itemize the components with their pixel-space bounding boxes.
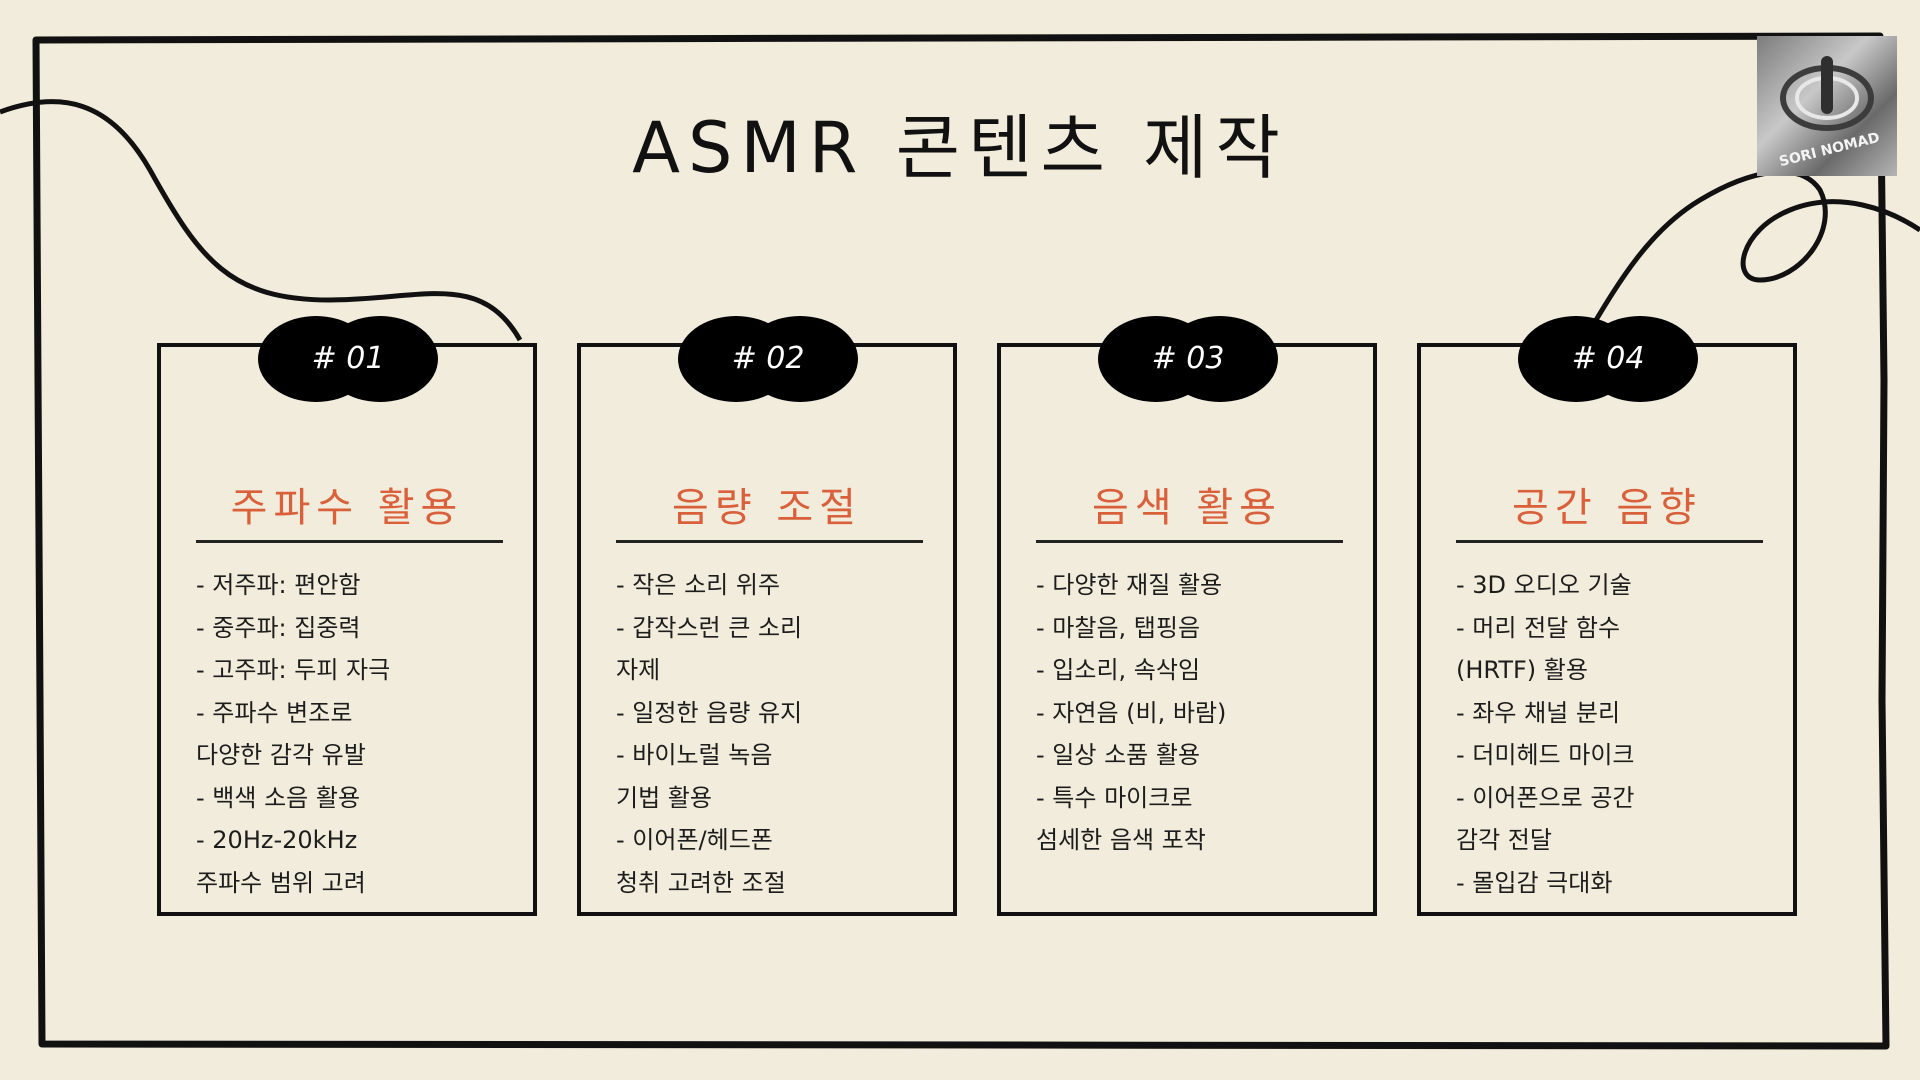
page-title: ASMR 콘텐츠 제작 bbox=[632, 107, 1288, 189]
list-item: 기법 활용 bbox=[616, 783, 712, 812]
card-lines: - 작은 소리 위주 - 갑작스런 큰 소리 자제 - 일정한 음량 유지 - … bbox=[616, 564, 946, 904]
badge-label: # 03 bbox=[1151, 341, 1225, 376]
list-item: 감각 전달 bbox=[1456, 826, 1552, 854]
list-item: - 중주파: 집중력 bbox=[196, 613, 361, 642]
list-item: (HRTF) 활용 bbox=[1456, 656, 1588, 684]
badge-03: # 03 bbox=[1098, 315, 1278, 403]
blob-badge-icon bbox=[1518, 316, 1698, 402]
list-item: - 마찰음, 탭핑음 bbox=[1036, 613, 1201, 642]
list-item: 청취 고려한 조절 bbox=[616, 868, 786, 897]
badge-label: # 01 bbox=[311, 341, 385, 376]
list-item: - 이어폰으로 공간 bbox=[1456, 783, 1635, 812]
card-02: # 02 음량 조절 - 작은 소리 위주 - 갑작스런 큰 소리 자제 - 일… bbox=[577, 316, 957, 916]
list-item: 섬세한 음색 포착 bbox=[1036, 826, 1206, 854]
svg-text:SORI NOMAD: SORI NOMAD bbox=[1778, 130, 1882, 170]
list-item: 주파수 범위 고려 bbox=[196, 868, 366, 897]
list-item: - 일정한 음량 유지 bbox=[616, 698, 803, 727]
card-04: # 04 공간 음향 - 3D 오디오 기술 - 머리 전달 함수 (HRTF)… bbox=[1417, 316, 1797, 916]
list-item: - 좌우 채널 분리 bbox=[1456, 698, 1621, 727]
list-item: - 특수 마이크로 bbox=[1036, 783, 1193, 812]
card-lines: - 3D 오디오 기술 - 머리 전달 함수 (HRTF) 활용 - 좌우 채널… bbox=[1456, 564, 1786, 904]
blob-badge-icon bbox=[258, 316, 438, 402]
list-item: - 몰입감 극대화 bbox=[1456, 868, 1613, 897]
list-item: - 고주파: 두피 자극 bbox=[196, 656, 391, 684]
list-item: - 저주파: 편안함 bbox=[196, 571, 361, 599]
divider bbox=[1456, 540, 1763, 543]
card-03: # 03 음색 활용 - 다양한 재질 활용 - 마찰음, 탭핑음 - 입소리,… bbox=[997, 316, 1377, 916]
card-title: 음량 조절 bbox=[672, 485, 862, 531]
list-item: 다양한 감각 유발 bbox=[196, 741, 366, 769]
card-title: 공간 음향 bbox=[1512, 485, 1702, 531]
blob-badge-icon bbox=[678, 316, 858, 402]
list-item: - 머리 전달 함수 bbox=[1456, 613, 1621, 642]
card-title: 음색 활용 bbox=[1092, 485, 1282, 531]
list-item: 자제 bbox=[616, 656, 661, 684]
divider bbox=[196, 540, 503, 543]
list-item: - 이어폰/헤드폰 bbox=[616, 826, 773, 854]
list-item: - 입소리, 속삭임 bbox=[1036, 656, 1201, 684]
list-item: - 백색 소음 활용 bbox=[196, 783, 361, 812]
list-item: - 다양한 재질 활용 bbox=[1036, 571, 1223, 599]
list-item: - 더미헤드 마이크 bbox=[1456, 741, 1635, 769]
badge-02: # 02 bbox=[678, 315, 858, 403]
list-item: - 주파수 변조로 bbox=[196, 698, 353, 727]
list-item: - 3D 오디오 기술 bbox=[1456, 571, 1632, 599]
badge-label: # 02 bbox=[731, 341, 805, 376]
card-lines: - 다양한 재질 활용 - 마찰음, 탭핑음 - 입소리, 속삭임 - 자연음 … bbox=[1036, 564, 1366, 862]
list-item: - 자연음 (비, 바람) bbox=[1036, 698, 1227, 727]
list-item: - 20Hz-20kHz bbox=[196, 826, 358, 854]
logo: SORI NOMAD bbox=[1757, 36, 1897, 176]
divider bbox=[1036, 540, 1343, 543]
divider bbox=[616, 540, 923, 543]
card-title: 주파수 활용 bbox=[230, 485, 464, 531]
curve-right bbox=[1587, 169, 1920, 332]
card-01: # 01 주파수 활용 - 저주파: 편안함 - 중주파: 집중력 - 고주파:… bbox=[157, 316, 537, 916]
list-item: - 작은 소리 위주 bbox=[616, 571, 781, 599]
list-item: - 바이노럴 녹음 bbox=[616, 741, 773, 769]
list-item: - 갑작스런 큰 소리 bbox=[616, 613, 803, 642]
blob-badge-icon bbox=[1098, 316, 1278, 402]
list-item: - 일상 소품 활용 bbox=[1036, 741, 1201, 769]
badge-01: # 01 bbox=[258, 315, 438, 403]
logo-emblem-icon: SORI NOMAD bbox=[1778, 56, 1882, 170]
curve-left bbox=[0, 99, 523, 342]
badge-label: # 04 bbox=[1571, 341, 1645, 376]
card-lines: - 저주파: 편안함 - 중주파: 집중력 - 고주파: 두피 자극 - 주파수… bbox=[196, 564, 526, 904]
badge-04: # 04 bbox=[1518, 315, 1698, 403]
